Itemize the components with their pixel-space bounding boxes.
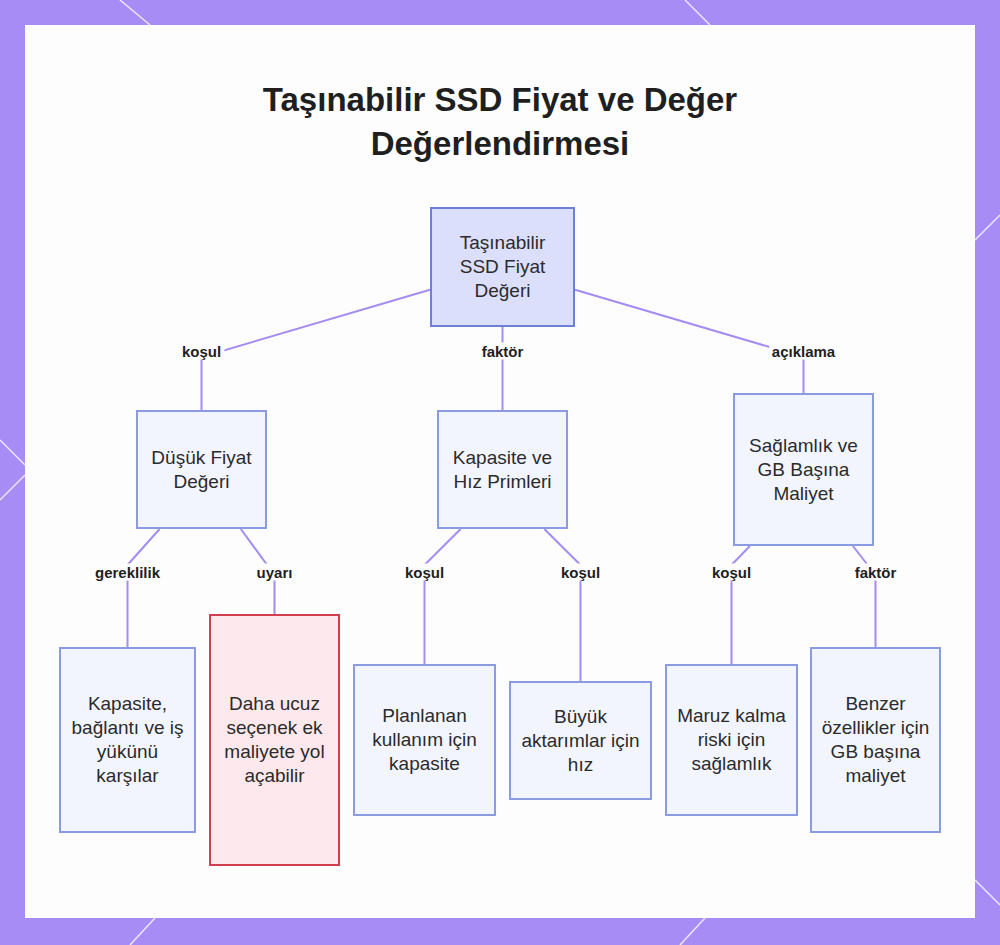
node-text: Düşük Fiyat Değeri [146, 446, 257, 494]
edge-label: koşul [558, 564, 603, 581]
concept-box: Kapasite ve Hız Primleri [437, 410, 568, 529]
node-text: Planlanan kullanım için kapasite [363, 704, 486, 776]
concept-box: Sağlamlık ve GB Başına Maliyet [733, 393, 874, 546]
node-text: Sağlamlık ve GB Başına Maliyet [743, 434, 864, 506]
edge-label: koşul [709, 564, 754, 581]
edge-label: koşul [179, 343, 224, 360]
node-text: Benzer özellikler için GB başına maliyet [820, 692, 931, 788]
edge-label: uyarı [254, 564, 296, 581]
diagram-title: Taşınabilir SSD Fiyat ve Değer Değerlend… [200, 78, 800, 166]
edge-label: koşul [402, 564, 447, 581]
concept-box: Büyük aktarımlar için hız [509, 681, 652, 800]
concept-box: Düşük Fiyat Değeri [136, 410, 267, 529]
node-text: Maruz kalma riski için sağlamlık [675, 704, 788, 776]
node-text: Kapasite, bağlantı ve iş yükünü karşılar [69, 692, 186, 788]
node-text: Daha ucuz seçenek ek maliyete yol açabil… [219, 692, 330, 788]
concept-box: Maruz kalma riski için sağlamlık [665, 664, 798, 816]
concept-box: Kapasite, bağlantı ve iş yükünü karşılar [59, 647, 196, 833]
warning-box: Daha ucuz seçenek ek maliyete yol açabil… [209, 614, 340, 866]
node-text: Kapasite ve Hız Primleri [447, 446, 558, 494]
edge-label: açıklama [769, 343, 838, 360]
edge-label: gereklilik [92, 564, 163, 581]
concept-box: Benzer özellikler için GB başına maliyet [810, 647, 941, 833]
root-box: Taşınabilir SSD Fiyat Değeri [430, 207, 575, 327]
connector-line [425, 529, 461, 664]
edge-label: faktör [852, 564, 900, 581]
node-text: Taşınabilir SSD Fiyat Değeri [440, 231, 565, 303]
connector-line [502, 327, 504, 410]
connector-line [202, 290, 431, 410]
concept-box: Planlanan kullanım için kapasite [353, 664, 496, 816]
connector-line [128, 529, 160, 647]
connector-line [575, 290, 804, 393]
node-text: Büyük aktarımlar için hız [519, 705, 642, 777]
connector-line [853, 546, 876, 647]
edge-label: faktör [479, 343, 527, 360]
connector-line [544, 529, 580, 681]
